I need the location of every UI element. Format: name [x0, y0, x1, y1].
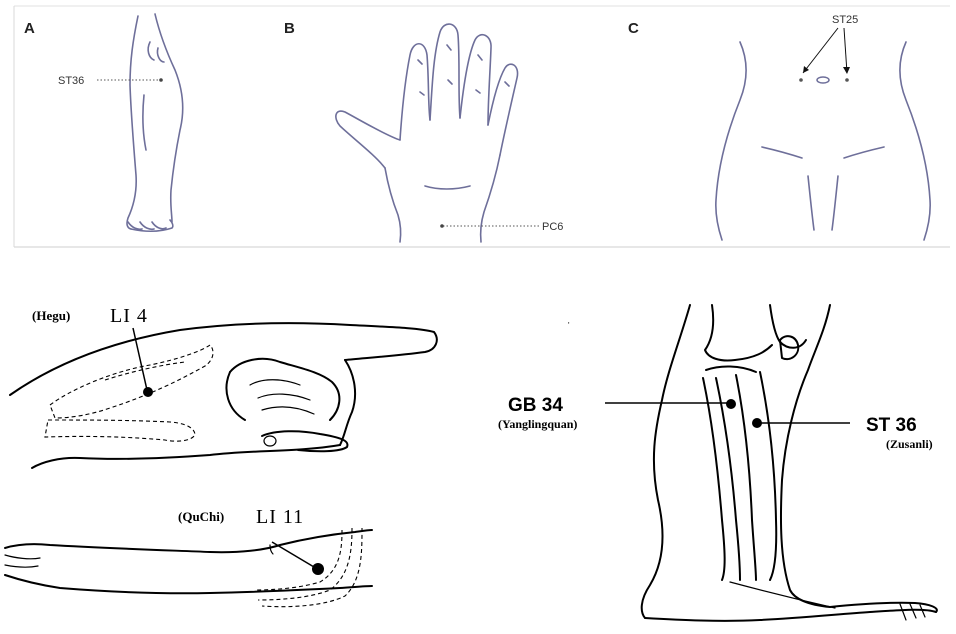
arm-li11-figure: (QuChi) LI 11: [5, 506, 372, 607]
li4-code: LI 4: [110, 305, 148, 327]
panel-b-letter: B: [284, 20, 295, 37]
leg-gb34-st36-figure: GB 34 (Yanglingquan) ST 36 (Zusanli): [498, 305, 937, 621]
st25-arrow-left: [803, 28, 838, 73]
panel-a-letter: A: [24, 20, 35, 37]
hand-outline-li4: [10, 323, 437, 468]
leg-outline: [642, 305, 937, 621]
hand-outline-b: [336, 24, 518, 242]
li4-alt-name: (Hegu): [32, 308, 70, 323]
st36-name: (Zusanli): [886, 437, 933, 451]
gb34-name: (Yanglingquan): [498, 417, 577, 431]
st36-label: ST36: [58, 75, 84, 87]
panel-a: A ST36: [24, 14, 183, 231]
li11-code: LI 11: [256, 506, 304, 528]
li11-alt-name: (QuChi): [178, 509, 224, 524]
st25-arrowhead-right: [843, 67, 850, 74]
panel-c: C ST25: [628, 14, 930, 240]
gb34-code: GB 34: [508, 395, 563, 416]
gb34-point: [726, 399, 736, 409]
pc6-point: [440, 224, 444, 228]
st25-point-left: [799, 78, 803, 82]
panel-c-letter: C: [628, 20, 639, 37]
st25-point-right: [845, 78, 849, 82]
st25-label: ST25: [832, 14, 858, 26]
st25-arrow-right: [844, 28, 847, 73]
stray-mark: ': [568, 321, 570, 330]
torso-outline-c: [716, 42, 930, 240]
li11-pointer-line: [272, 542, 314, 567]
st36-code: ST 36: [866, 415, 917, 436]
pc6-label: PC6: [542, 221, 563, 233]
leg-outline-a: [127, 14, 183, 231]
hand-li4-figure: (Hegu) LI 4: [10, 305, 437, 468]
li11-point: [312, 563, 324, 575]
panel-b: B PC6: [284, 20, 563, 242]
st36-leg-point: [752, 418, 762, 428]
top-panels-frame: [14, 6, 950, 247]
li4-point: [143, 387, 153, 397]
st36-point: [159, 78, 163, 82]
